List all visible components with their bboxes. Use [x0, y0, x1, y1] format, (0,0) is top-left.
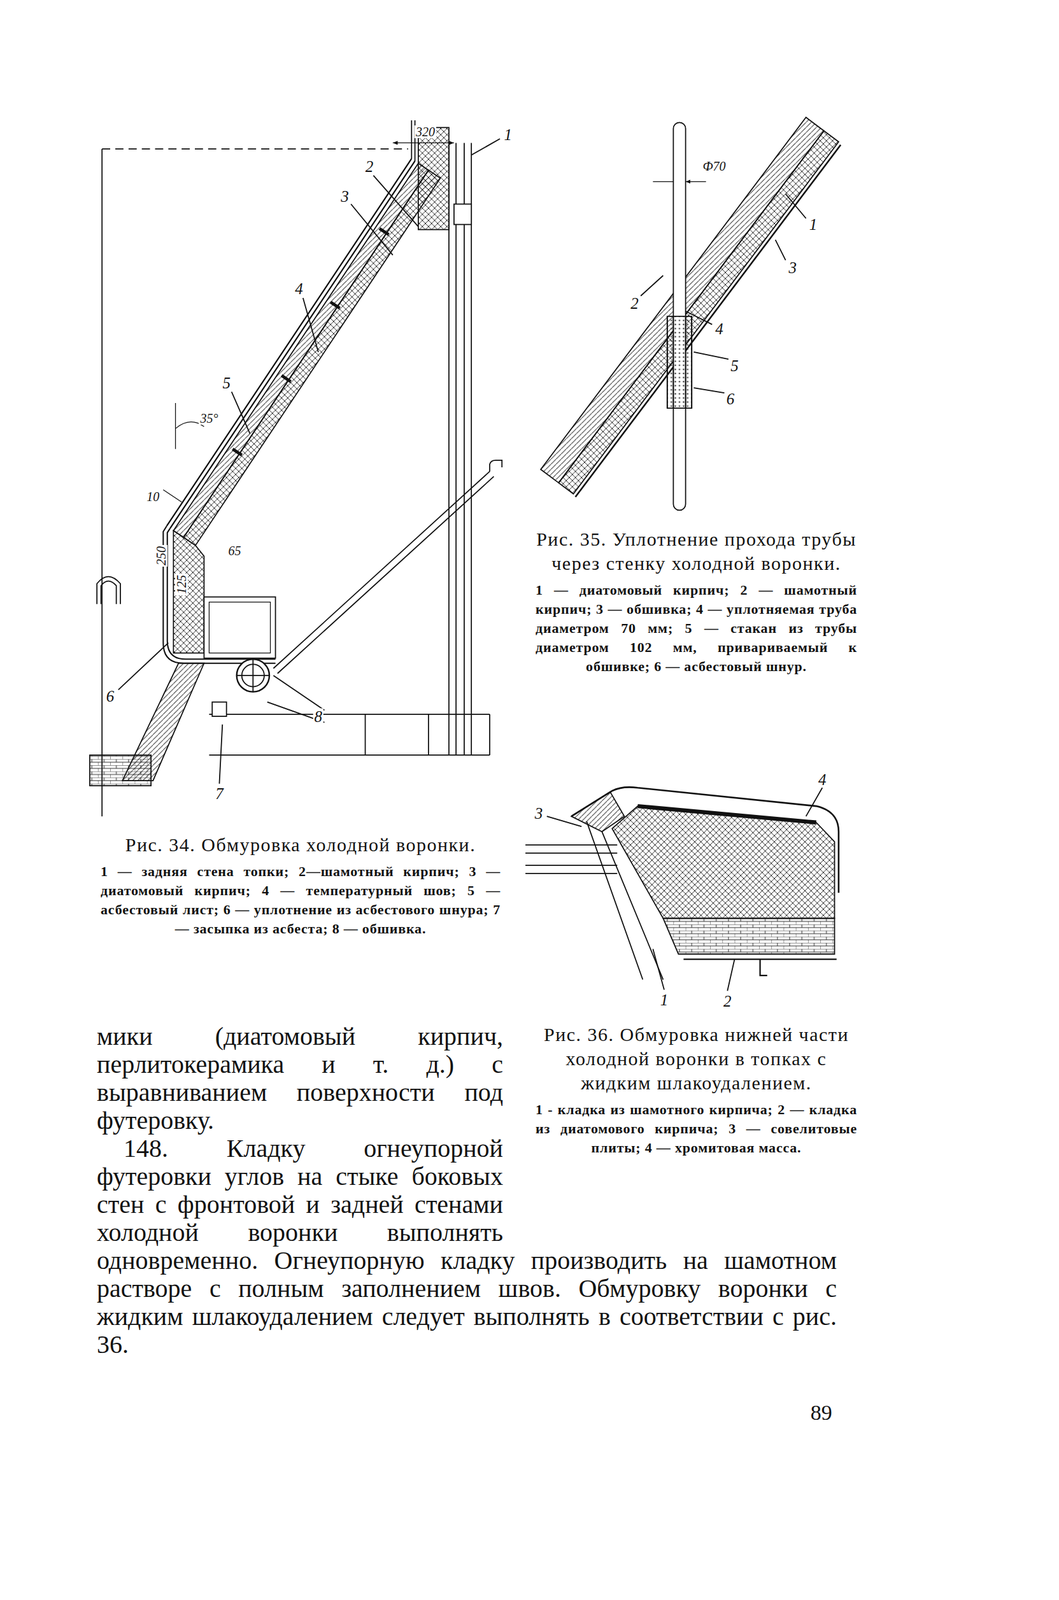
dimension-label: 125: [175, 573, 188, 596]
callout-number: 3: [339, 187, 351, 204]
dimension-label: 35°: [198, 412, 220, 425]
dimension-label: 10: [145, 490, 161, 504]
dimension-label: 250: [154, 545, 168, 567]
callout-number: 5: [220, 374, 232, 391]
body-text-block: Рис. 36. Обмуровка нижней части холодной…: [96, 1022, 837, 1359]
figure-caption-block: Рис. 35. Уплотнение прохода трубы через …: [535, 527, 858, 677]
callout-number: 1: [808, 216, 819, 233]
callout-number: 3: [787, 259, 799, 276]
page-number: 89: [810, 1402, 833, 1424]
callout-number: 5: [729, 357, 740, 374]
dimension-label: Ф70: [701, 159, 727, 173]
callout-number: 1: [503, 126, 514, 143]
figure-caption: Рис. 36. Обмуровка нижней части холодной…: [535, 1022, 858, 1096]
callout-number: 2: [364, 158, 376, 175]
callout-number: 8: [313, 708, 325, 725]
figure-legend: 1 — диатомовый кирпич; 2 — шамотный кирп…: [535, 580, 858, 677]
callout-number: 1: [659, 992, 670, 1009]
figure-legend: 1 — задняя стена топки; 2—шамотный кирпи…: [100, 862, 501, 939]
callout-number: 6: [725, 390, 737, 407]
callout-number: 4: [817, 771, 828, 788]
callout-number: 2: [629, 294, 640, 311]
figure-caption-block: Рис. 36. Обмуровка нижней части холодной…: [503, 1022, 858, 1245]
callout-number: 4: [713, 320, 725, 337]
callout-number: 2: [722, 992, 733, 1009]
dimension-label: 320: [414, 125, 437, 139]
dimension-label: 65: [226, 544, 242, 558]
figure-legend: 1 - кладка из шамотного кирпича; 2 — кла…: [535, 1100, 858, 1158]
callout-number: 3: [533, 804, 545, 821]
figure-caption: Рис. 35. Уплотнение прохода трубы через …: [535, 527, 858, 576]
body-paragraph: мики (диатомовый кирпич, перлитокерамика…: [96, 1022, 837, 1135]
figure-caption: Рис. 34. Обмуровка холодной воронки.: [100, 832, 501, 858]
figure-caption-block: Рис. 34. Обмуровка холодной воронки. 1 — …: [100, 832, 501, 939]
callout-number: 4: [293, 280, 305, 297]
callout-number: 7: [213, 785, 225, 802]
body-paragraph: 148. Кладку огнеупорной футеровки углов …: [96, 1134, 837, 1359]
callout-number: 6: [105, 687, 116, 704]
